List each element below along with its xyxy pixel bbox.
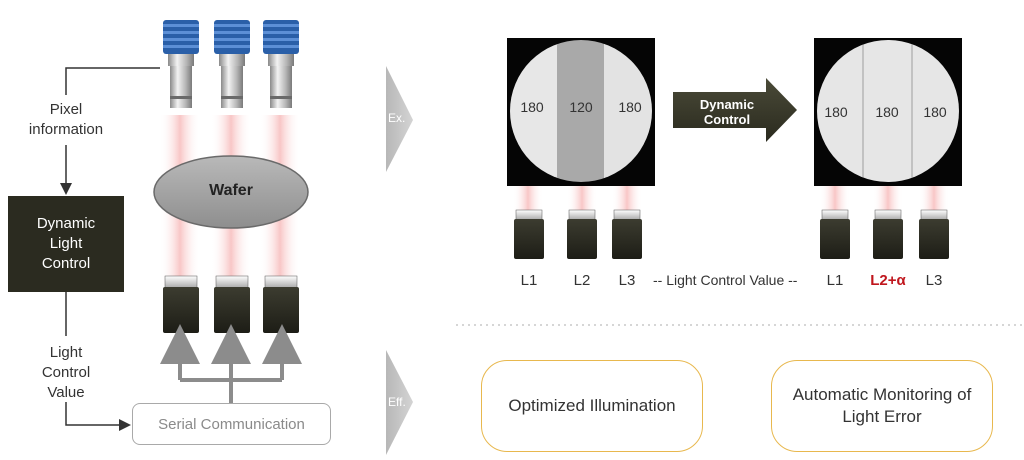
- effect-optimized-illumination: Optimized Illumination: [481, 360, 703, 452]
- camera-icon: [263, 20, 299, 108]
- camera-icon: [163, 20, 199, 108]
- zone-panel-after: [814, 38, 962, 186]
- light-source-icon: [873, 209, 903, 259]
- light-label-before-2: L2: [573, 272, 591, 289]
- dynamic-light-control-label: Dynamic Light Control: [36, 215, 96, 272]
- zone-value-after-3: 180: [923, 104, 947, 120]
- zone-value-before-2: 120: [569, 99, 593, 115]
- effect-optimized-label: Optimized Illumination: [508, 396, 676, 415]
- light-label-before-1: L1: [520, 272, 538, 289]
- light-source-icon: [919, 209, 949, 259]
- zone-value-before-1: 180: [520, 99, 544, 115]
- light-label-before-3: L3: [618, 272, 636, 289]
- wafer-label: Wafer: [209, 182, 253, 199]
- light-label-after-3: L3: [925, 272, 943, 289]
- light-source-icon: [263, 275, 299, 333]
- wafer-icon: [153, 155, 309, 229]
- zone-value-before-3: 180: [618, 99, 642, 115]
- light-source-icon: [163, 275, 199, 333]
- light-source-icon: [514, 209, 544, 259]
- effect-automatic-monitoring: Automatic Monitoring of Light Error: [771, 360, 993, 452]
- step-label-effect: Eff.: [388, 395, 406, 409]
- step-chevron-effect: [386, 350, 413, 455]
- camera-icon: [214, 20, 250, 108]
- light-source-icon: [567, 209, 597, 259]
- flow-lines: [60, 67, 160, 431]
- light-beams-after: [820, 186, 949, 214]
- serial-distribution-arrows: [160, 324, 302, 403]
- light-label-after-1: L1: [826, 272, 844, 289]
- effect-monitoring-label: Automatic Monitoring of Light Error: [792, 385, 972, 426]
- serial-communication-label: Serial Communication: [158, 415, 305, 433]
- dynamic-control-arrow: [673, 78, 797, 142]
- dynamic-control-label: Dynamic Control: [699, 97, 755, 127]
- light-control-value-label: Light Control Value: [41, 344, 91, 401]
- light-control-value-caption: -- Light Control Value --: [653, 272, 798, 288]
- serial-communication-box: Serial Communication: [132, 403, 331, 445]
- step-label-example: Ex.: [388, 111, 406, 125]
- light-source-icon: [214, 275, 250, 333]
- zone-panel-before: [507, 38, 655, 186]
- light-beams-before: [513, 186, 642, 214]
- dynamic-light-control-box: Dynamic Light Control: [8, 196, 124, 292]
- zone-value-after-1: 180: [824, 104, 848, 120]
- zone-value-after-2: 180: [875, 104, 899, 120]
- step-chevron-example: [386, 66, 413, 172]
- light-label-after-2-highlighted: L2+α: [870, 272, 906, 289]
- pixel-information-label: Pixel information: [28, 101, 104, 138]
- light-source-icon: [612, 209, 642, 259]
- light-source-icon: [820, 209, 850, 259]
